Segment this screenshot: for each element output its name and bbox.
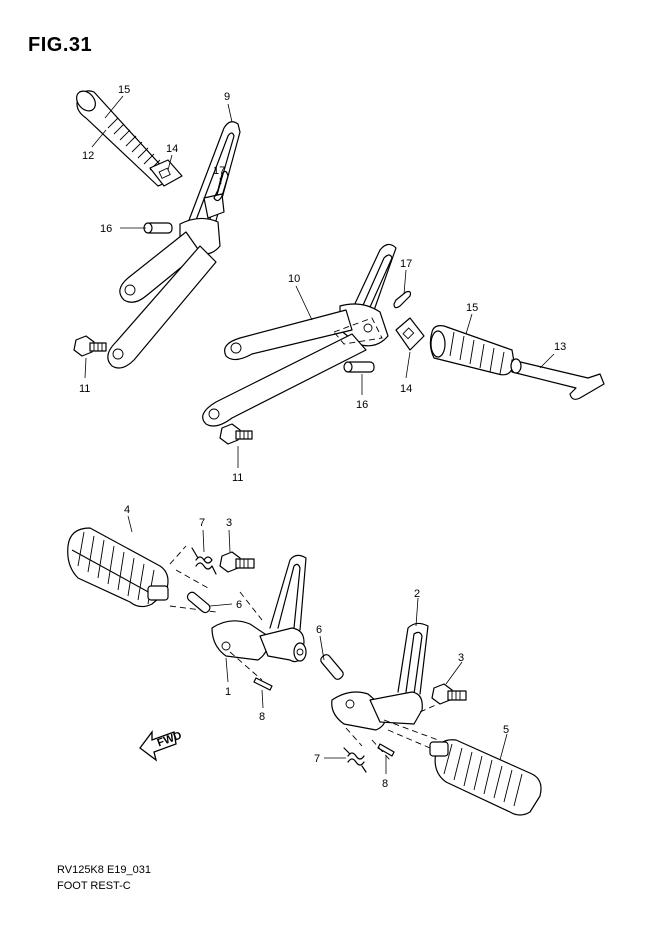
bolt-11-middle [219, 423, 253, 445]
callout-14: 14 [400, 383, 412, 395]
callout-7: 7 [314, 753, 320, 765]
callout-12: 12 [82, 150, 94, 162]
callout-17: 17 [213, 165, 225, 177]
callout-3: 3 [226, 517, 232, 529]
callout-9: 9 [224, 91, 230, 103]
callout-4: 4 [124, 504, 130, 516]
callout-14: 14 [166, 143, 178, 155]
pin-6-right [320, 654, 344, 680]
footrest-5 [429, 739, 542, 816]
callout-15: 15 [118, 84, 130, 96]
fwd-arrow-icon: FWD [139, 730, 183, 762]
callout-6: 6 [316, 624, 322, 636]
washer-14-middle [395, 317, 425, 351]
callout-16: 16 [100, 223, 112, 235]
figure-title: FIG.31 [28, 34, 93, 56]
footrest-rubber-15-middle [429, 325, 515, 376]
spring-7-right [343, 747, 367, 773]
callout-10: 10 [288, 273, 300, 285]
callout-5: 5 [503, 724, 509, 736]
diagram-code: RV125K8 E19_031 [57, 864, 151, 876]
assembly-top-left [73, 90, 241, 379]
callout-labels: 15 12 14 9 17 16 11 10 17 15 13 14 16 11… [79, 84, 566, 790]
callout-13: 13 [554, 341, 566, 353]
callout-6: 6 [236, 599, 242, 611]
callout-15: 15 [466, 302, 478, 314]
bracket-2 [331, 622, 429, 731]
diagram-caption: FOOT REST-C [57, 880, 131, 892]
bracket-10 [202, 243, 397, 427]
bracket-9 [107, 121, 241, 369]
washer-14-top [149, 159, 183, 187]
assembly-bottom-right [319, 597, 542, 816]
pin-6-left [186, 591, 211, 614]
callout-3: 3 [458, 652, 464, 664]
callout-1: 1 [225, 686, 231, 698]
bolt-3-right [431, 683, 467, 705]
clip-17-top [213, 170, 229, 202]
footrest-4 [67, 527, 169, 608]
callout-7: 7 [199, 517, 205, 529]
callout-11: 11 [232, 472, 243, 484]
callout-8: 8 [382, 778, 388, 790]
bolt-11-top [73, 335, 107, 357]
assembly-middle-right [202, 243, 605, 468]
pin-16-top [143, 222, 173, 234]
cotter-pin-8-left [253, 677, 273, 691]
shaft-13 [510, 358, 605, 400]
clip-17-middle [393, 290, 412, 309]
callout-8: 8 [259, 711, 265, 723]
pin-16-middle [343, 361, 375, 373]
cotter-pin-8-right [377, 743, 395, 757]
assembly-bottom-left [67, 515, 307, 709]
spring-7-left [191, 547, 217, 575]
bracket-1 [211, 554, 307, 663]
callout-2: 2 [414, 588, 420, 600]
callout-16: 16 [356, 399, 368, 411]
bolt-3-left [219, 551, 255, 573]
callout-11: 11 [79, 383, 90, 395]
callout-17: 17 [400, 258, 412, 270]
